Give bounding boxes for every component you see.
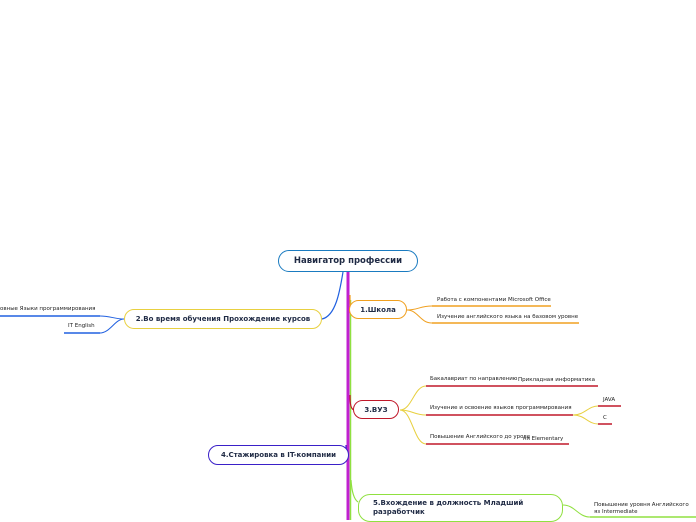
courses-leaf-it-english: IT English <box>68 323 95 329</box>
courses-leaf-connector <box>99 318 125 334</box>
branch-courses[interactable]: 2.Во время обучения Прохождение курсов <box>124 309 322 329</box>
branch-label: 3.ВУЗ <box>364 405 388 414</box>
courses-leaf-languages: овные Языки программирования <box>0 306 96 312</box>
school-leaf-connector <box>406 305 433 311</box>
branch-internship[interactable]: 4.Стажировка в IT-компании <box>208 445 349 465</box>
branch-label: 4.Стажировка в IT-компании <box>220 451 337 459</box>
languages-sub-connector <box>572 414 599 425</box>
courses-leaf-connector <box>99 315 125 320</box>
university-leaf-english: Повышение Английского до урове <box>430 434 531 440</box>
junior-leaf-connector <box>562 504 591 518</box>
root-title: Навигатор профессии <box>293 256 403 266</box>
languages-sub-c: C <box>603 415 607 421</box>
university-leaf-english-overlap: ня Elementary <box>523 436 564 442</box>
languages-sub-java: JAVA <box>603 397 616 403</box>
branch-junior[interactable]: 5.Вхождение в должность Младший разработ… <box>358 494 563 522</box>
university-leaf-connector <box>399 385 427 411</box>
university-leaf-bachelor-overlap: Прикладная информатика <box>518 377 595 383</box>
school-leaf-english: Изучение английского языка на базовом ур… <box>437 314 579 320</box>
university-leaf-bachelor: Бакалавриат по направлению <box>430 376 518 382</box>
junior-leaf-english: Повышение уровня Английского яз Intermed… <box>594 502 689 516</box>
branch-label: 1.Школа <box>360 305 396 314</box>
spine-to-junior-connector <box>350 479 359 503</box>
branch-school[interactable]: 1.Школа <box>349 300 407 319</box>
root-node[interactable]: Навигатор профессии <box>278 250 418 272</box>
branch-university[interactable]: 3.ВУЗ <box>353 400 399 419</box>
university-leaf-languages: Изучение и освоение языков программирова… <box>430 405 572 411</box>
root-to-courses-connector <box>321 271 344 320</box>
branch-label: 5.Вхождение в должность Младший разработ… <box>373 499 524 516</box>
university-leaf-connector <box>399 409 427 445</box>
branch-label: 2.Во время обучения Прохождение курсов <box>135 315 311 323</box>
school-leaf-office: Работа с компонентами Microsoft Office <box>437 297 551 303</box>
school-leaf-connector <box>406 309 433 324</box>
languages-sub-connector <box>572 405 599 416</box>
